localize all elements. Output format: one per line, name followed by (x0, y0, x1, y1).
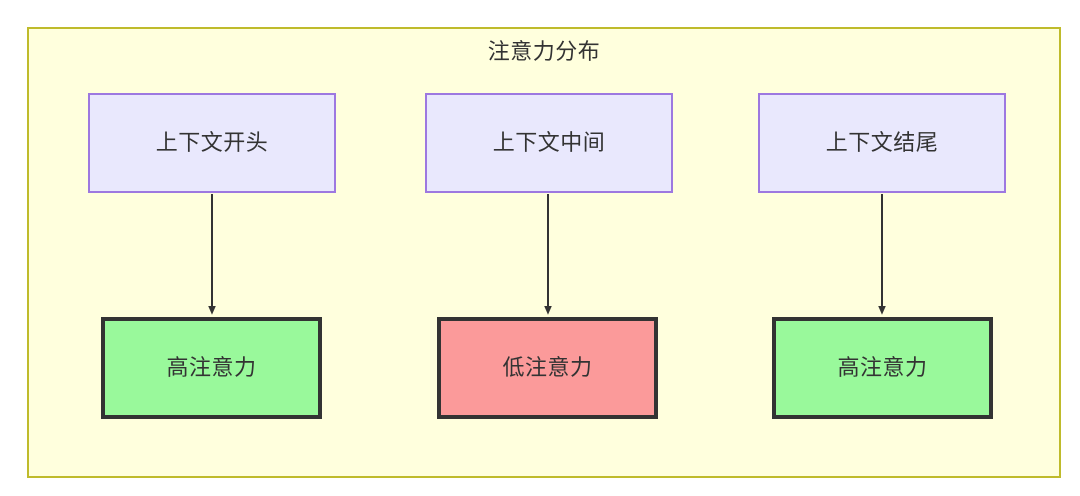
node-context-end[interactable]: 上下文结尾 (758, 93, 1006, 193)
node-context-middle[interactable]: 上下文中间 (425, 93, 673, 193)
node-context-start[interactable]: 上下文开头 (88, 93, 336, 193)
node-attention-middle[interactable]: 低注意力 (437, 317, 658, 419)
node-attention-end[interactable]: 高注意力 (772, 317, 993, 419)
node-attention-start[interactable]: 高注意力 (101, 317, 322, 419)
subgraph-title: 注意力分布 (487, 39, 601, 64)
